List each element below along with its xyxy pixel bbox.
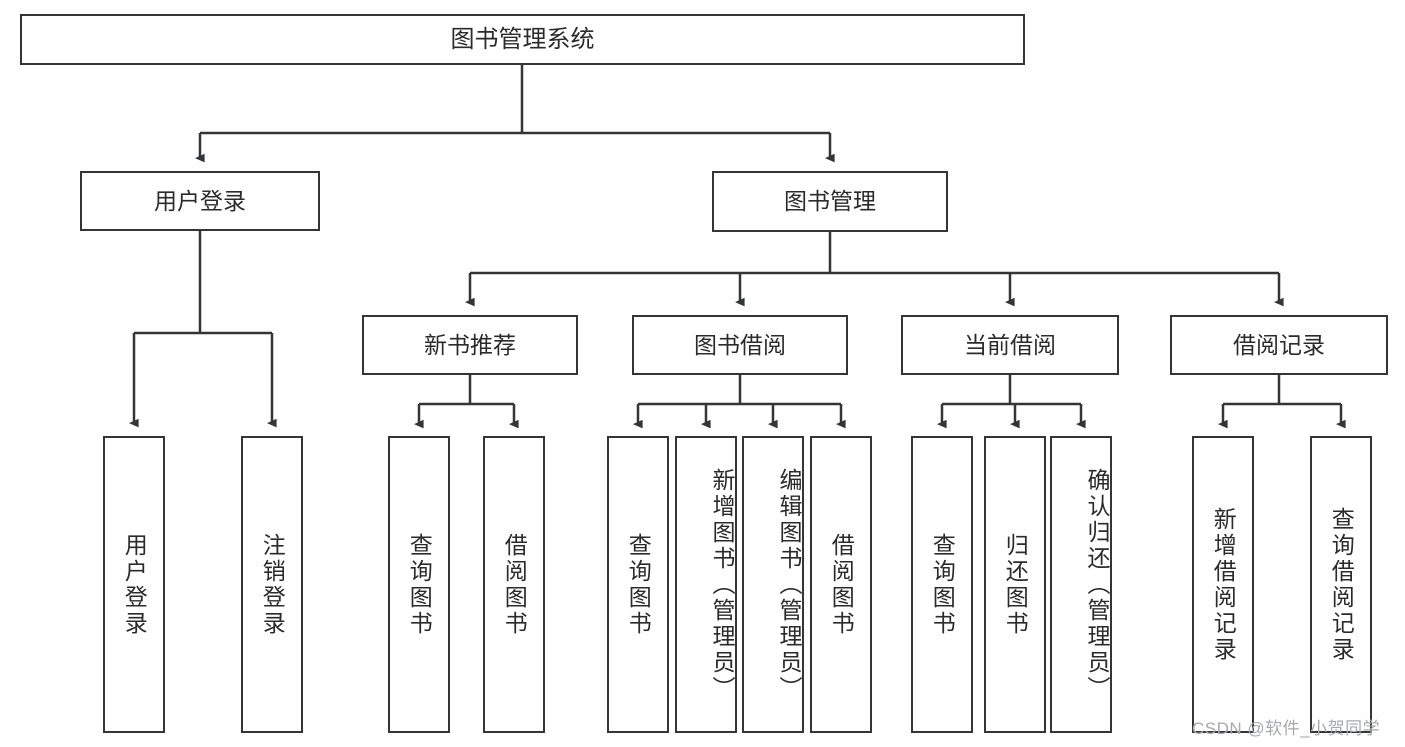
node-label: 借阅图书 xyxy=(501,532,528,637)
node-label: 确认归还（管理员） xyxy=(1084,467,1110,702)
node-leaf-query-book-1[interactable]: 查询图书 xyxy=(388,436,450,733)
node-root-label: 图书管理系统 xyxy=(450,25,595,53)
node-leaf-confirm-return-admin[interactable]: 确认归还（管理员） xyxy=(1050,436,1112,733)
node-label: 查询图书 xyxy=(929,532,956,637)
node-level2-user-login[interactable]: 用户登录 xyxy=(80,171,320,231)
node-leaf-add-borrow-record[interactable]: 新增借阅记录 xyxy=(1192,436,1254,733)
node-label: 注销登录 xyxy=(259,532,286,637)
watermark: CSDN @软件_小贺同学 xyxy=(1192,719,1381,738)
node-level3-current-borrow[interactable]: 当前借阅 xyxy=(901,315,1119,375)
node-leaf-user-login[interactable]: 用户登录 xyxy=(103,436,165,733)
node-label: 图书借阅 xyxy=(694,331,786,358)
node-leaf-query-book-3[interactable]: 查询图书 xyxy=(911,436,973,733)
node-leaf-add-book-admin[interactable]: 新增图书（管理员） xyxy=(675,436,737,733)
node-label: 新增借阅记录 xyxy=(1210,506,1237,663)
node-leaf-logout[interactable]: 注销登录 xyxy=(241,436,303,733)
node-level3-borrow-record[interactable]: 借阅记录 xyxy=(1170,315,1388,375)
node-label: 借阅图书 xyxy=(828,532,855,637)
node-label: 用户登录 xyxy=(154,187,246,214)
node-leaf-borrow-book-2[interactable]: 借阅图书 xyxy=(810,436,872,733)
node-leaf-query-book-2[interactable]: 查询图书 xyxy=(607,436,669,733)
node-level2-book-management[interactable]: 图书管理 xyxy=(712,171,948,232)
node-label: 新书推荐 xyxy=(424,331,516,358)
node-label: 查询图书 xyxy=(406,532,433,637)
node-level3-book-borrow[interactable]: 图书借阅 xyxy=(632,315,848,375)
node-label: 当前借阅 xyxy=(964,331,1056,358)
node-label: 归还图书 xyxy=(1002,532,1029,637)
node-leaf-return-book[interactable]: 归还图书 xyxy=(984,436,1046,733)
node-leaf-borrow-book-1[interactable]: 借阅图书 xyxy=(483,436,545,733)
node-root[interactable]: 图书管理系统 xyxy=(20,14,1025,65)
node-label: 新增图书（管理员） xyxy=(709,467,735,702)
node-label: 编辑图书（管理员） xyxy=(776,467,802,702)
node-label: 查询借阅记录 xyxy=(1328,506,1355,663)
node-label: 借阅记录 xyxy=(1233,331,1325,358)
node-label: 用户登录 xyxy=(121,532,148,637)
node-leaf-edit-book-admin[interactable]: 编辑图书（管理员） xyxy=(742,436,804,733)
node-label: 图书管理 xyxy=(784,188,876,215)
node-leaf-query-borrow-record[interactable]: 查询借阅记录 xyxy=(1310,436,1372,733)
node-level3-new-book-recommend[interactable]: 新书推荐 xyxy=(362,315,578,375)
node-label: 查询图书 xyxy=(625,532,652,637)
